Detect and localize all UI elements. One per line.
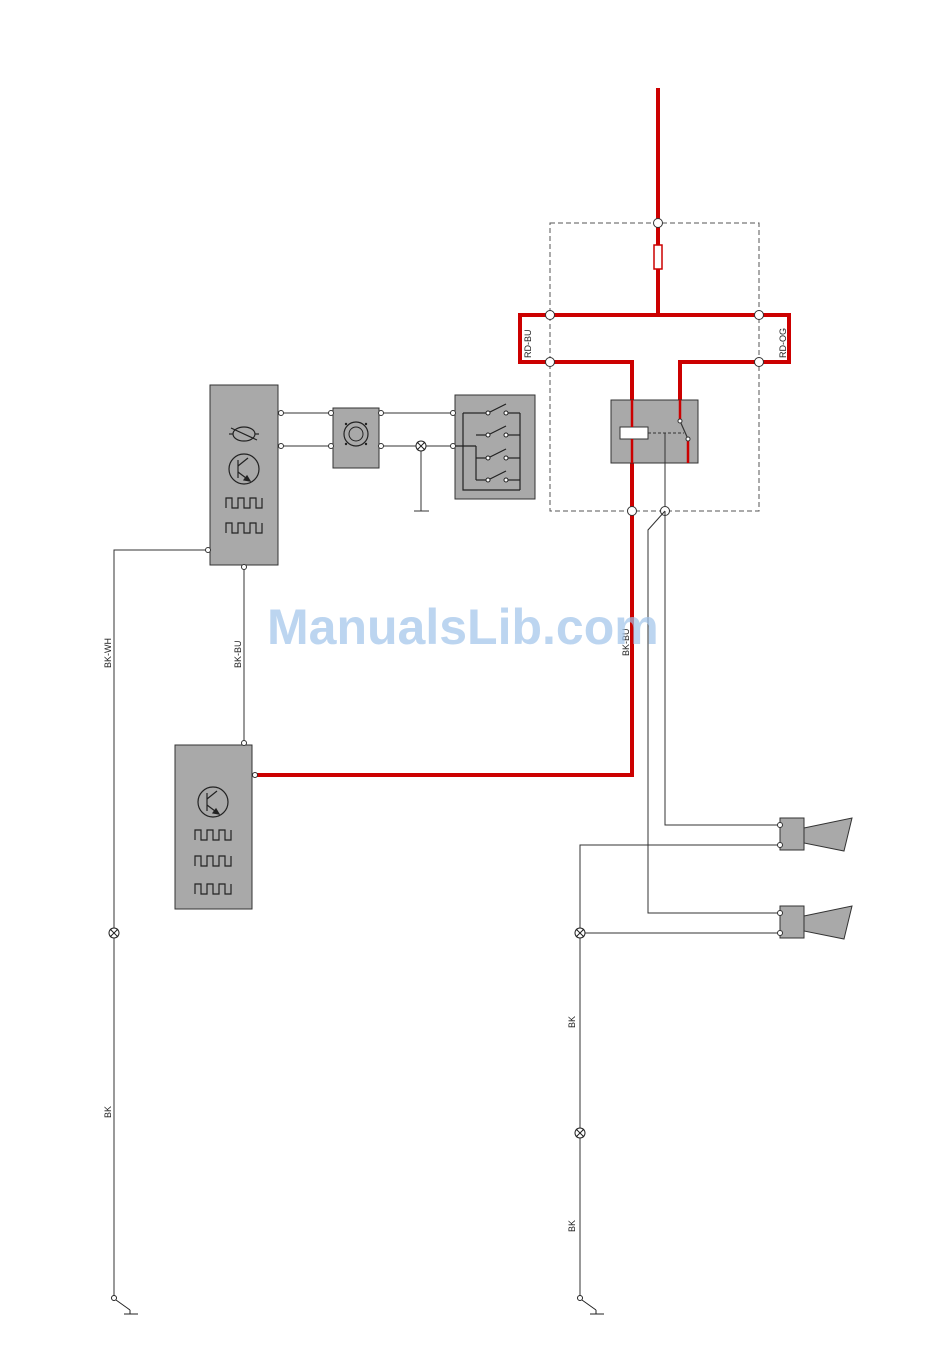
splice-icon [109, 928, 119, 938]
pulse-signal-icon [226, 523, 262, 533]
pulse-signal-icon [195, 884, 231, 894]
wire-label: RD-BU [523, 330, 533, 359]
control-module-lower [175, 745, 252, 909]
relay-coil [620, 427, 648, 439]
splice-icon [416, 441, 426, 451]
splice-icon [575, 928, 585, 938]
splice-icon [575, 1128, 585, 1138]
ground-icon [112, 1296, 139, 1315]
horn-switch-panel [455, 395, 535, 499]
pulse-signal-icon [226, 498, 262, 508]
ground-icon [578, 1296, 605, 1315]
wire-label: BK [567, 1220, 577, 1232]
wire-label: BK [103, 1106, 113, 1118]
watermark: ManualsLib.com [267, 599, 659, 655]
fuse [654, 245, 662, 269]
horn-lower [780, 906, 852, 939]
wire-label: RD-OG [778, 328, 788, 358]
horn-relay [611, 400, 698, 463]
wire-label: BK-WH [103, 638, 113, 668]
horn-upper [780, 818, 852, 851]
control-module-upper [210, 385, 278, 565]
clock-spring [333, 408, 379, 468]
pulse-signal-icon [195, 830, 231, 840]
pulse-signal-icon [195, 856, 231, 866]
wire-label: BK-BU [233, 640, 243, 668]
wire-label: BK [567, 1016, 577, 1028]
